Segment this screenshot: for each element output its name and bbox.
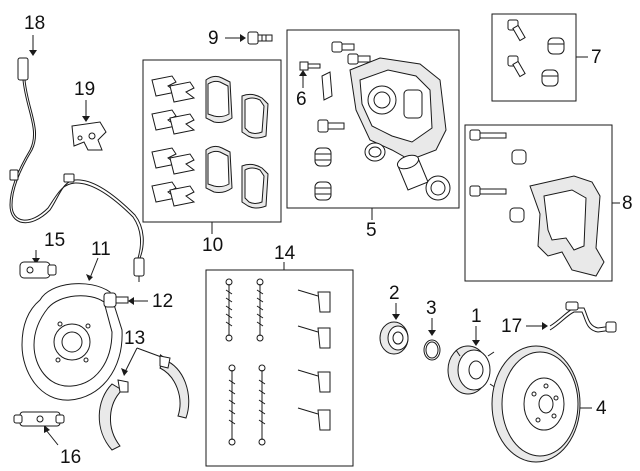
- callout-7: 7: [591, 47, 602, 68]
- box-shoe-hardware: [205, 269, 354, 467]
- callout-2: 2: [389, 283, 400, 304]
- arrow-3: [428, 330, 436, 336]
- arrow-16: [44, 425, 50, 433]
- callout-10: 10: [202, 235, 224, 256]
- wheel-bearing: [379, 321, 409, 355]
- callout-6: 6: [296, 89, 307, 110]
- bolt-9: [247, 31, 273, 45]
- harness-bracket: [71, 121, 107, 151]
- brake-rotor: [491, 345, 581, 463]
- arrow-17: [542, 322, 548, 330]
- callout-17: 17: [501, 316, 523, 337]
- caliper-assembly: [299, 41, 451, 201]
- callout-3: 3: [426, 298, 437, 319]
- arrow-9: [240, 34, 246, 42]
- callout-11: 11: [91, 239, 111, 260]
- caliper-bracket-kit: [469, 129, 605, 277]
- callout-19: 19: [74, 79, 96, 100]
- shoe-hardware-kit: [225, 278, 331, 446]
- wheel-hub: [447, 345, 497, 395]
- abs-sensor-harness: [9, 57, 145, 282]
- callout-9: 9: [208, 28, 219, 49]
- arrow-15: [32, 258, 40, 264]
- callout-18: 18: [24, 13, 46, 34]
- arrow-13a: [121, 368, 128, 376]
- arrow-6: [299, 70, 307, 76]
- arrow-12: [128, 297, 134, 305]
- caliper-bolts-kit: [507, 19, 565, 87]
- backing-plate: [21, 283, 123, 401]
- callout-12: 12: [152, 291, 174, 312]
- callout-16: 16: [60, 447, 82, 468]
- snap-ring: [423, 339, 441, 361]
- callout-15: 15: [44, 230, 66, 251]
- arrow-18: [29, 50, 37, 56]
- callout-1: 1: [471, 306, 482, 327]
- callout-5: 5: [366, 220, 377, 241]
- callout-4: 4: [596, 398, 607, 419]
- callout-14: 14: [274, 243, 296, 264]
- arrow-11: [86, 274, 93, 281]
- brake-hose: [549, 301, 617, 333]
- callout-13: 13: [124, 328, 146, 349]
- bolt-12: [103, 292, 129, 308]
- parking-brake-actuator: [13, 411, 65, 427]
- box-caliper-bolts: [491, 13, 577, 102]
- arrow-19: [82, 116, 90, 122]
- box-caliper: [286, 29, 460, 209]
- brake-pads: [151, 75, 269, 209]
- callout-8: 8: [622, 193, 633, 214]
- arrow-2: [392, 314, 400, 320]
- arrow-1: [472, 340, 480, 346]
- parking-brake-shoes: [98, 355, 190, 451]
- wheel-speed-sensor: [19, 261, 57, 279]
